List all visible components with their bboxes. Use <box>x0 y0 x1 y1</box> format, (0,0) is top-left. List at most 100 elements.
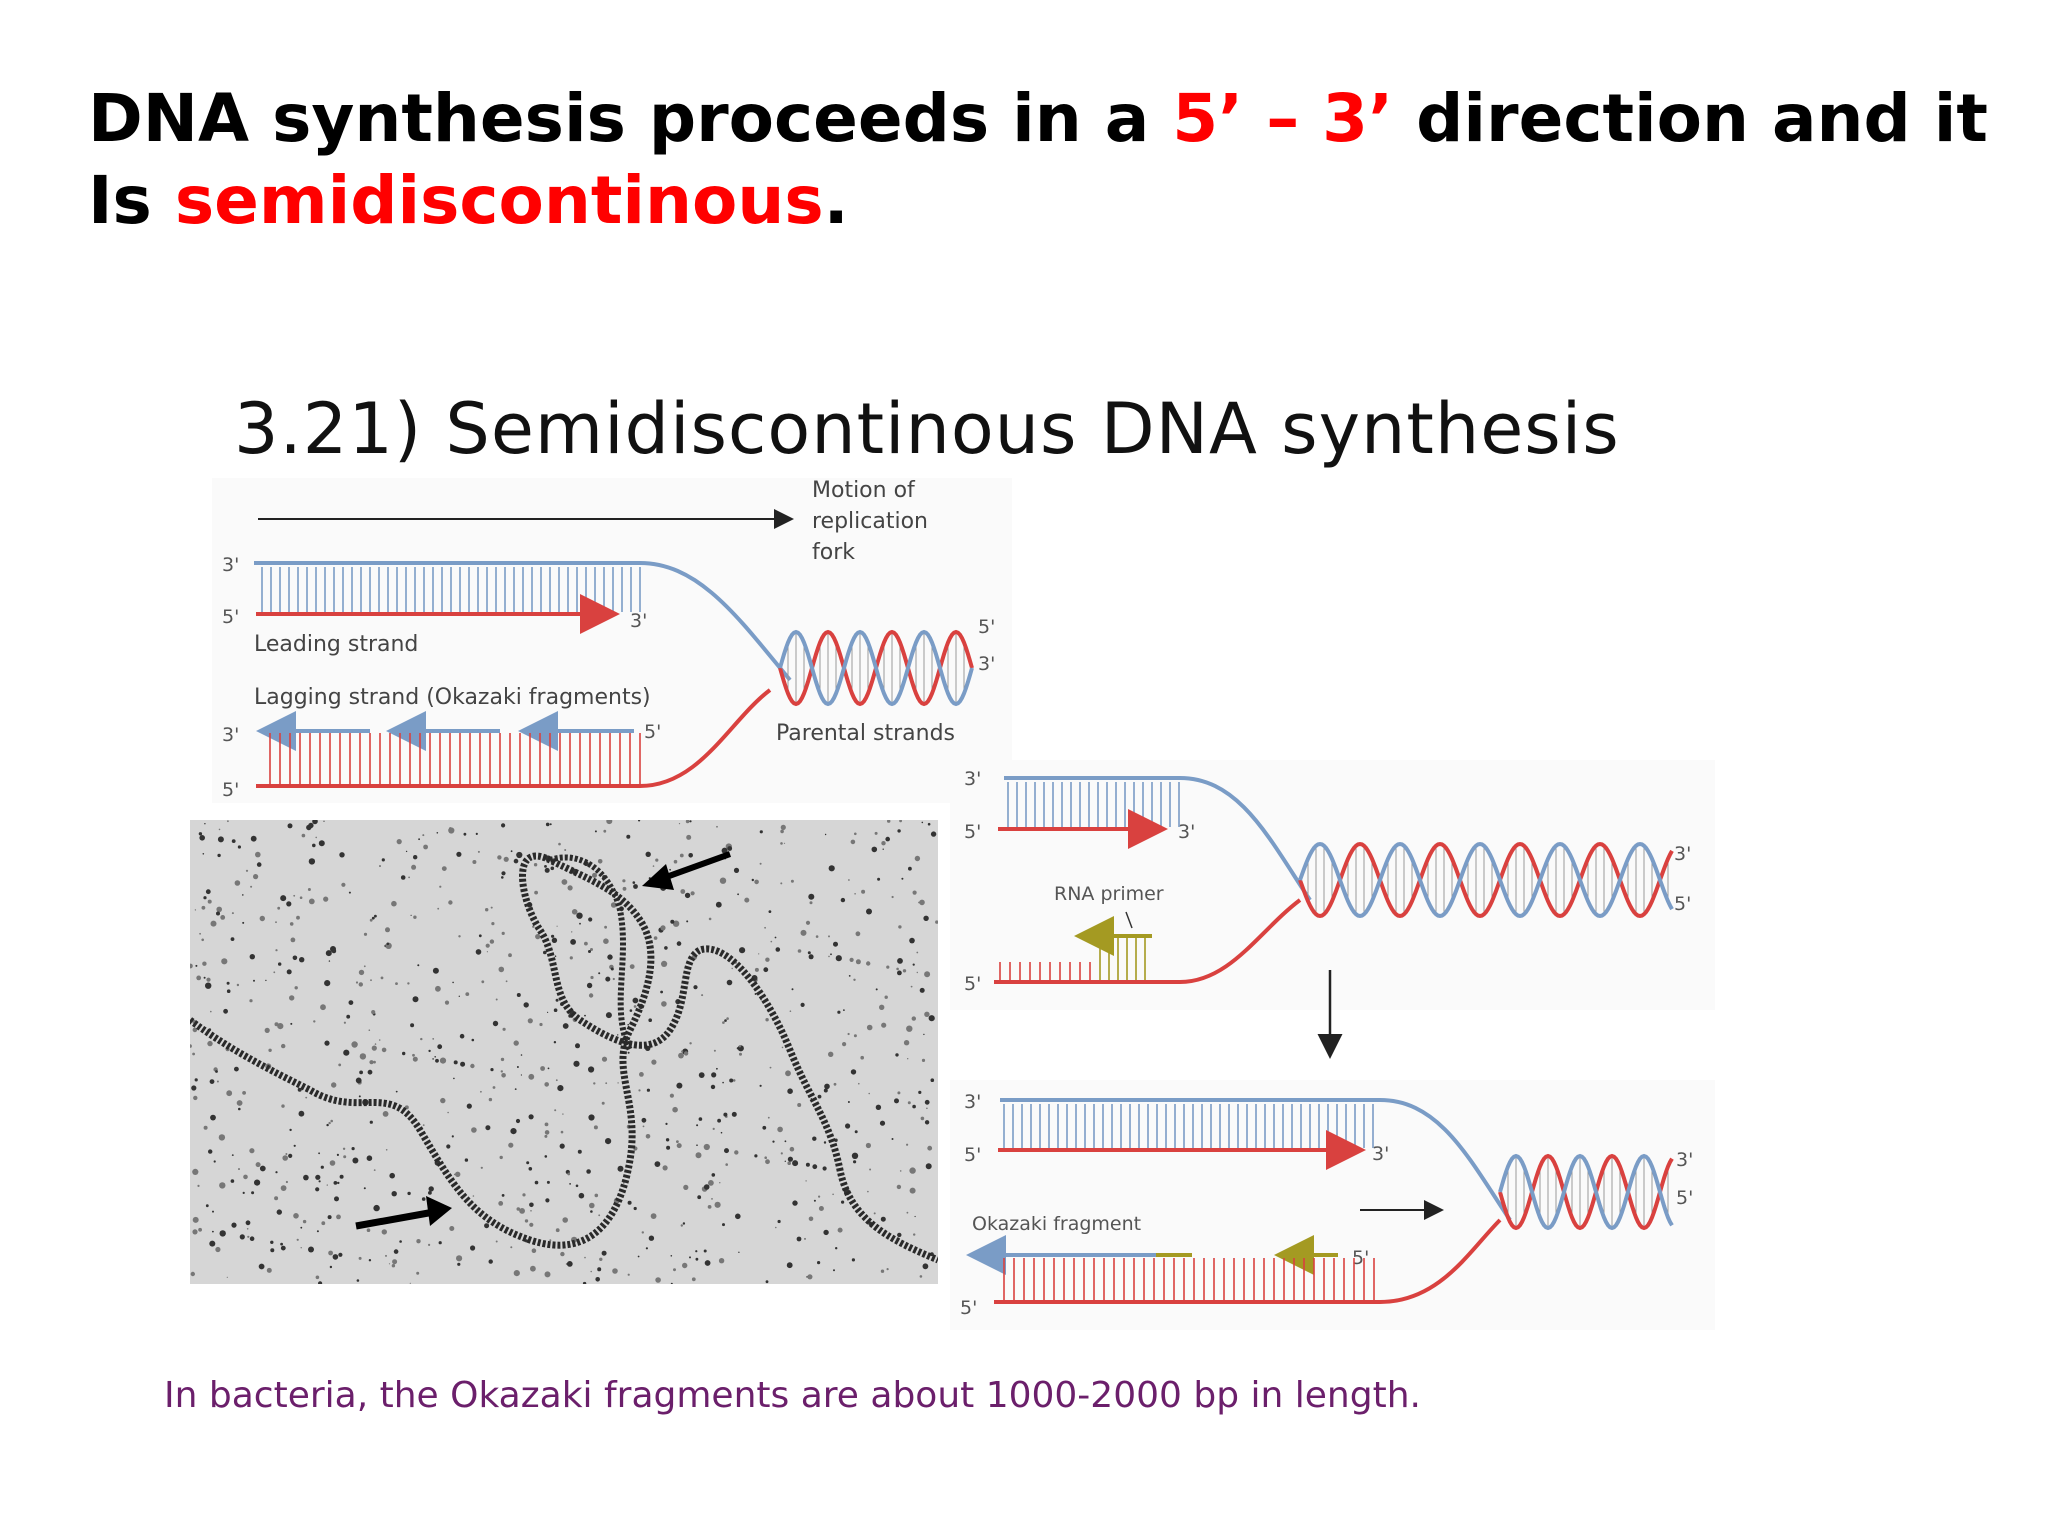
speckle <box>489 939 495 944</box>
speckle <box>485 943 490 948</box>
speckle <box>251 1191 255 1195</box>
speckle <box>780 829 784 834</box>
speckle <box>633 884 638 889</box>
speckle <box>828 865 835 872</box>
speckle <box>535 934 541 940</box>
speckle <box>333 1181 338 1185</box>
speckle <box>566 1261 573 1267</box>
speckle <box>363 965 366 968</box>
speckle <box>308 1246 314 1253</box>
speckle <box>739 1052 742 1056</box>
speckle <box>617 1034 619 1036</box>
speckle <box>612 977 615 981</box>
speckle <box>810 1098 813 1100</box>
panel-b1-helix-5-end: 5' <box>1674 893 1691 915</box>
speckle <box>921 821 924 824</box>
speckle <box>588 1114 595 1121</box>
speckle <box>683 1051 689 1056</box>
speckle <box>234 880 241 886</box>
speckle <box>216 911 220 916</box>
speckle <box>916 951 919 954</box>
speckle <box>472 1195 475 1197</box>
speckle <box>928 1015 935 1022</box>
speckle <box>716 825 718 828</box>
speckle <box>739 947 746 954</box>
speckle <box>242 1191 245 1194</box>
speckle <box>881 1022 887 1028</box>
speckle <box>453 1173 456 1176</box>
speckle <box>891 895 894 899</box>
panel-b1-parental-bottom-strand <box>994 898 1302 984</box>
speckle <box>738 1251 740 1253</box>
speckle <box>823 1229 829 1236</box>
speckle <box>632 881 636 884</box>
speckle <box>280 1242 283 1246</box>
figure-title: 3.21) Semidiscontinous DNA synthesis <box>234 388 1620 470</box>
speckle <box>318 840 325 847</box>
speckle <box>510 850 513 853</box>
speckle <box>718 1258 725 1264</box>
speckle <box>680 1224 683 1227</box>
speckle <box>405 850 408 853</box>
speckle <box>477 850 480 853</box>
speckle <box>652 865 655 867</box>
speckle <box>724 1148 729 1154</box>
speckle <box>505 980 508 983</box>
speckle <box>529 1202 534 1208</box>
speckle <box>557 1085 564 1092</box>
speckle <box>219 1230 226 1237</box>
speckle <box>735 1213 741 1220</box>
panel-a-helix-5-end: 5' <box>978 616 995 638</box>
speckle <box>867 1190 869 1193</box>
speckle <box>226 989 231 993</box>
speckle <box>553 1041 557 1044</box>
speckle <box>710 1084 716 1090</box>
speckle <box>508 1142 514 1148</box>
panel-b2-primer-5-end: 5' <box>1352 1247 1369 1269</box>
speckle <box>352 1157 359 1164</box>
speckle <box>253 874 259 880</box>
speckle <box>866 908 872 915</box>
speckle <box>202 961 207 966</box>
speckle <box>212 1230 214 1233</box>
speckle <box>280 1185 287 1191</box>
speckle <box>307 888 311 891</box>
speckle <box>808 954 814 960</box>
speckle <box>336 1214 341 1220</box>
speckle <box>280 1245 286 1251</box>
speckle <box>738 1045 742 1048</box>
speckle <box>712 1127 715 1130</box>
speckle <box>203 896 207 900</box>
speckle <box>685 820 690 824</box>
speckle <box>417 964 420 967</box>
speckle <box>853 1160 857 1164</box>
speckle <box>428 1243 431 1246</box>
speckle <box>875 1104 882 1110</box>
panel-a-lagging-3-end: 3' <box>222 724 239 746</box>
speckle <box>198 1227 202 1232</box>
speckle <box>497 855 502 860</box>
speckle <box>484 1223 490 1229</box>
speckle <box>242 921 245 924</box>
speckle <box>871 846 878 853</box>
speckle <box>899 1170 902 1172</box>
speckle <box>891 1138 894 1140</box>
speckle <box>887 820 891 823</box>
speckle <box>599 1257 603 1261</box>
speckle <box>800 929 807 936</box>
speckle <box>601 1101 605 1105</box>
speckle <box>444 1000 450 1005</box>
speckle <box>763 967 769 973</box>
speckle <box>716 1067 718 1070</box>
speckle <box>914 1215 916 1218</box>
speckle <box>664 946 668 950</box>
speckle <box>767 1116 770 1119</box>
speckle <box>655 858 659 862</box>
speckle <box>720 1131 723 1134</box>
speckle <box>784 1160 786 1162</box>
speckle <box>847 1101 850 1103</box>
speckle <box>849 957 854 962</box>
heading-highlight-direction: 5’ – 3’ <box>1172 80 1394 157</box>
speckle <box>554 1109 557 1112</box>
speckle <box>780 824 786 830</box>
